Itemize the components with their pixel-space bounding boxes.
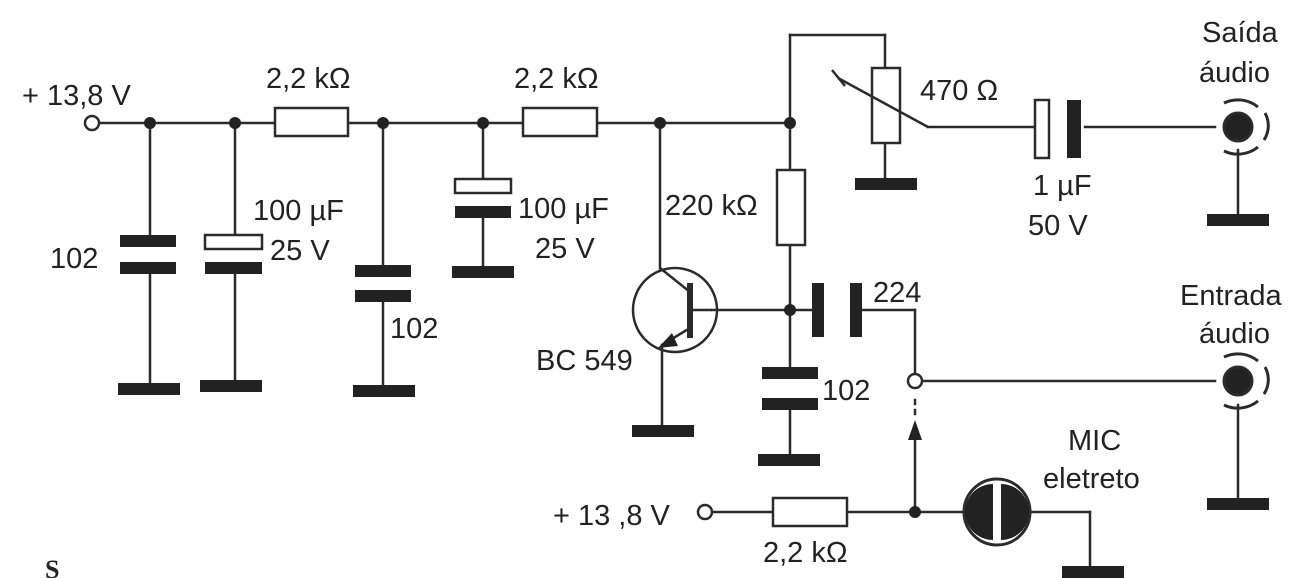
out-cap-plate (1067, 100, 1081, 158)
supply-top-label: + 13,8 V (22, 80, 131, 112)
input-jack (1222, 352, 1270, 410)
out-cap-voltage: 50 V (1028, 210, 1088, 242)
supply-terminal-bottom (696, 503, 714, 521)
figure-caption-fragment: S (45, 555, 59, 578)
cap-100uf-a-value: 100 µF (253, 195, 344, 227)
output-jack (1222, 98, 1270, 156)
switch-arrow-icon (908, 420, 922, 440)
trimpot-arrow (837, 76, 929, 129)
out-cap-pos-plate (1033, 98, 1051, 160)
trimpot-body (870, 66, 902, 145)
cap-102-c-plate (762, 398, 818, 410)
cap-102-a-label: 102 (50, 243, 98, 275)
cap-102-c-label: 102 (822, 375, 870, 407)
ground-symbol (1207, 214, 1269, 226)
resistor-r1 (273, 106, 350, 138)
junction-dot (654, 117, 666, 129)
supply-terminal-top (83, 114, 101, 132)
cap-102-b-plate (355, 290, 411, 302)
cap-100uf-b-pos-plate (453, 177, 513, 195)
resistor-220k (775, 168, 807, 247)
transistor-bc549 (631, 266, 719, 354)
junction-dot (477, 117, 489, 129)
resistor-220k-label: 220 kΩ (665, 190, 758, 222)
emitter-arrow (658, 333, 678, 348)
resistor-r2 (521, 106, 599, 138)
cap-224-label: 224 (873, 277, 921, 309)
ground-symbol (452, 266, 514, 278)
resistor-bottom-label: 2,2 kΩ (763, 537, 848, 569)
junction-dot (784, 304, 796, 316)
supply-bottom-label: + 13 ,8 V (553, 500, 671, 532)
junction-dot (784, 117, 796, 129)
cap-100uf-b-plate (455, 206, 511, 218)
junction-dot (909, 506, 921, 518)
ground-symbol (1207, 498, 1269, 510)
resistor-r1-label: 2,2 kΩ (266, 63, 351, 95)
cap-100uf-a-pos-plate (203, 233, 264, 251)
cap-102-a-plate (120, 262, 176, 274)
output-jack-label-2: áudio (1199, 57, 1270, 89)
junction-dot (144, 117, 156, 129)
ground-symbol (118, 383, 180, 395)
cap-100uf-a-voltage: 25 V (270, 235, 330, 267)
input-jack-label-2: áudio (1199, 318, 1270, 350)
cap-100uf-b-value: 100 µF (518, 193, 609, 225)
mic-label-2: eletreto (1043, 463, 1140, 495)
mic-label-1: MIC (1068, 425, 1121, 457)
cap-224-plate (850, 283, 862, 337)
junction-dot (229, 117, 241, 129)
cap-224-plate (812, 283, 824, 337)
ground-symbol (1062, 566, 1124, 578)
ground-symbol (855, 178, 917, 190)
cap-102-c-plate (762, 367, 818, 379)
output-jack-label-1: Saída (1202, 17, 1279, 49)
ground-symbol (200, 380, 262, 392)
cap-102-b-label: 102 (390, 313, 438, 345)
junction-dot (377, 117, 389, 129)
input-jack-label-1: Entrada (1180, 280, 1282, 312)
cap-100uf-a-plate (205, 262, 262, 274)
ground-symbol (353, 385, 415, 397)
cap-102-a-plate (120, 235, 176, 247)
ground-symbol (758, 454, 820, 466)
resistor-r2-label: 2,2 kΩ (514, 63, 599, 95)
cap-102-b-plate (355, 265, 411, 277)
transistor-label: BC 549 (536, 345, 633, 377)
resistor-bottom (771, 496, 849, 528)
switch-contact (906, 372, 924, 390)
electret-mic-icon (962, 477, 1032, 547)
out-cap-value: 1 µF (1033, 170, 1092, 202)
trimpot-label: 470 Ω (920, 75, 998, 107)
ground-symbol (632, 425, 694, 437)
cap-100uf-b-voltage: 25 V (535, 233, 595, 265)
